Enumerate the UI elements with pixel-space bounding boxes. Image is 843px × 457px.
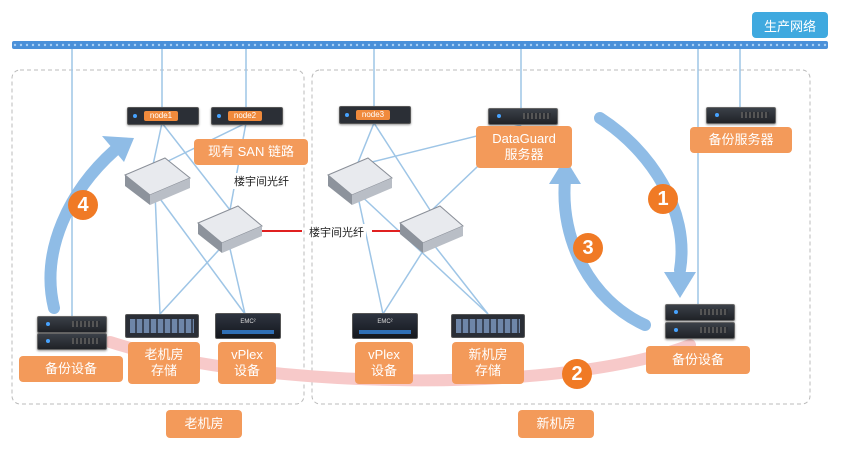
flow-arrow-3 bbox=[558, 174, 651, 331]
switch-new-1 bbox=[327, 157, 393, 205]
old-room-label: 老机房 bbox=[166, 410, 242, 438]
backup-device-new-icon bbox=[665, 304, 735, 321]
switch-new-2 bbox=[399, 205, 464, 253]
flow-arrowhead-1 bbox=[664, 272, 696, 298]
emc-logo: EMC² bbox=[240, 319, 256, 325]
node1-server: node1 bbox=[127, 107, 199, 125]
step-1-badge: 1 bbox=[648, 184, 678, 214]
switch-old-2 bbox=[197, 205, 263, 253]
flow-arrowhead-3 bbox=[549, 158, 581, 184]
led-icon bbox=[345, 113, 349, 117]
backup-device-new-label: 备份设备 bbox=[646, 346, 750, 374]
backup-device-old-icon bbox=[37, 316, 107, 333]
backup-device-old-label: 备份设备 bbox=[19, 356, 123, 382]
new-storage-label: 新机房 存储 bbox=[452, 342, 524, 384]
dataguard-server-icon bbox=[488, 108, 558, 125]
node3-tag: node3 bbox=[356, 110, 390, 120]
backup-server-label: 备份服务器 bbox=[690, 127, 792, 153]
flow-arrow-1 bbox=[594, 112, 688, 276]
san-link-label: 现有 SAN 链路 bbox=[194, 139, 308, 165]
fibre-label-mid: 楼宇间光纤 bbox=[307, 224, 366, 240]
led-icon bbox=[133, 114, 137, 118]
vplex-new-label: vPlex 设备 bbox=[355, 342, 413, 384]
step-2-badge: 2 bbox=[562, 359, 592, 389]
new-storage-array-icon bbox=[451, 314, 525, 338]
backup-device-new-icon bbox=[665, 322, 735, 339]
vplex-old-label: vPlex 设备 bbox=[218, 342, 276, 384]
old-storage-label: 老机房 存储 bbox=[128, 342, 200, 384]
step-4-badge: 4 bbox=[68, 190, 98, 220]
node1-tag: node1 bbox=[144, 111, 178, 121]
node2-server: node2 bbox=[211, 107, 283, 125]
fibre-label-top: 楼宇间光纤 bbox=[232, 173, 291, 189]
old-room-box bbox=[11, 69, 305, 405]
old-storage-array-icon bbox=[125, 314, 199, 338]
node3-server: node3 bbox=[339, 106, 411, 124]
flow-arrowhead-4 bbox=[102, 136, 134, 162]
vplex-old-icon: EMC² bbox=[215, 313, 281, 339]
new-room-label: 新机房 bbox=[518, 410, 594, 438]
backup-server-icon bbox=[706, 107, 776, 124]
production-network-label: 生产网络 bbox=[752, 12, 828, 38]
backup-device-old-icon bbox=[37, 333, 107, 350]
emc-logo: EMC² bbox=[377, 319, 393, 325]
flow-arrow-4 bbox=[44, 144, 121, 314]
led-icon bbox=[217, 114, 221, 118]
node2-tag: node2 bbox=[228, 111, 262, 121]
dataguard-server-label: DataGuard 服务器 bbox=[476, 126, 572, 168]
step-3-badge: 3 bbox=[573, 233, 603, 263]
switch-old-1 bbox=[124, 157, 191, 205]
vplex-new-icon: EMC² bbox=[352, 313, 418, 339]
network-bus bbox=[12, 41, 828, 49]
